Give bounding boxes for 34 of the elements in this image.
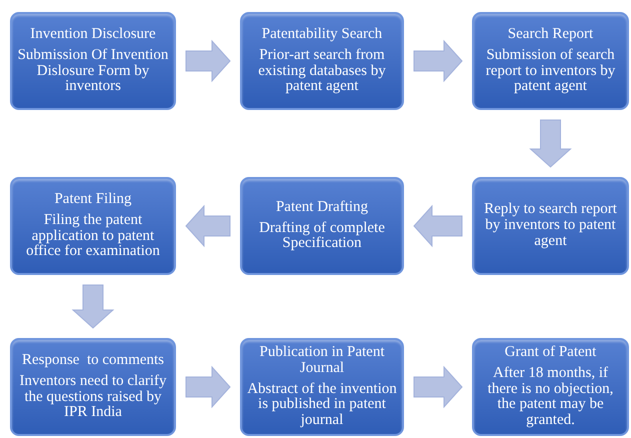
step-title: Response to comments xyxy=(22,353,164,369)
step-description: Reply to search report by inventors to patent agent xyxy=(483,202,618,250)
process-box xyxy=(10,338,176,436)
process-box xyxy=(472,338,629,436)
step-description: After 18 months, if there is no objection, the patent may be granted. xyxy=(486,366,614,429)
process-box xyxy=(240,177,404,275)
arrow xyxy=(186,40,231,82)
arrow xyxy=(413,204,462,248)
arrow xyxy=(414,40,463,82)
arrow xyxy=(185,204,230,248)
process-box xyxy=(10,177,176,275)
arrow xyxy=(72,284,114,329)
step-title: Invention Disclosure xyxy=(30,27,156,43)
step-description: Abstract of the invention is published in patent journal xyxy=(247,382,397,429)
step-description: Inventors need to clarify the questions raised by IPR India xyxy=(18,374,168,421)
arrow xyxy=(414,366,463,408)
arrow xyxy=(186,366,231,408)
process-box xyxy=(10,12,176,110)
step-title: Publication in Patent Journal xyxy=(258,345,386,377)
process-box xyxy=(240,338,404,436)
step-title: Patent Drafting xyxy=(276,200,368,216)
step-title: Grant of Patent xyxy=(504,345,596,361)
step-description: Drafting of complete Specification xyxy=(258,220,386,252)
step-description: Filing the patent application to patent office for examination xyxy=(25,212,161,260)
step-description: Prior-art search from existing databases by patent agent xyxy=(257,48,387,95)
step-title: Patentability Search xyxy=(262,27,382,43)
step-description: Submission of search report to inventors by patent agent xyxy=(484,48,616,95)
step-title: Patent Filing xyxy=(54,192,132,208)
step-description: Submission Of Invention Dislosure Form by inventors xyxy=(17,48,169,95)
process-box xyxy=(240,12,404,110)
step-title: Search Report xyxy=(508,27,594,43)
process-box xyxy=(472,12,629,110)
arrow xyxy=(529,120,572,168)
process-box xyxy=(472,177,629,275)
